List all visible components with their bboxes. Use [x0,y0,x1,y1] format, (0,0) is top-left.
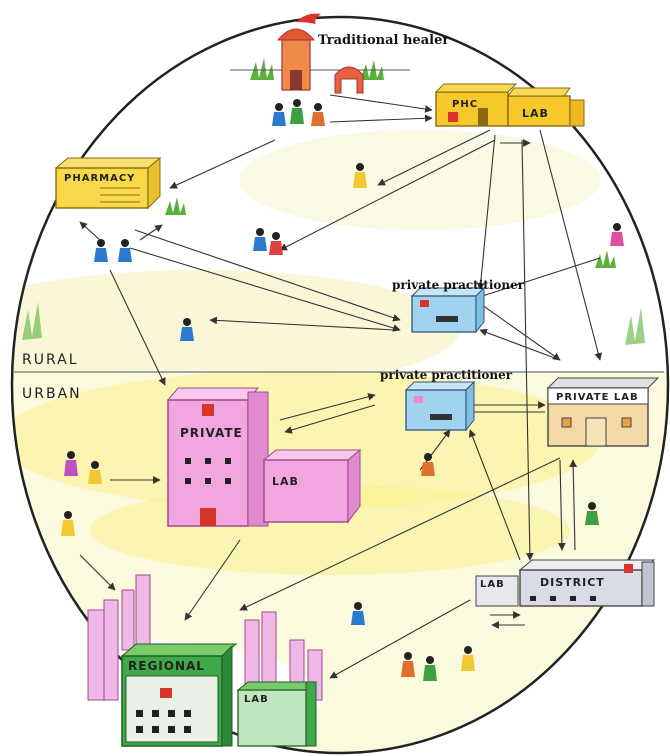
private-hospital-building[interactable] [166,387,362,527]
private-hospital-lab-label: LAB [272,475,299,488]
pharmacy-building[interactable] [54,156,162,210]
traditional-healer-hut[interactable] [230,13,410,94]
district-label: DISTRICT [540,576,605,589]
pharmacy-label: PHARMACY [64,173,135,184]
private-practitioner-rural-clinic[interactable] [410,286,486,334]
private-practitioner-urban-label: private practitioner [380,368,513,382]
regional-lab-label: LAB [244,694,269,705]
phc-lab-label: LAB [522,107,549,120]
phc-label: PHC [452,99,478,110]
district-hospital-building[interactable] [475,559,656,607]
private-lab-label: PRIVATE LAB [556,392,639,403]
traditional-healer-label: Traditional healer [318,33,449,48]
regional-label: REGIONAL [128,659,205,673]
phc-building[interactable] [434,83,585,127]
people-figures [61,99,624,681]
private-practitioner-rural-label: private practitioner [392,278,525,292]
grass-tufts [22,58,645,345]
private-practitioner-urban-clinic[interactable] [404,380,476,432]
district-lab-label: LAB [480,579,505,590]
private-hospital-label: PRIVATE [180,426,243,440]
regional-hospital-building[interactable] [120,643,318,747]
world-circle [10,15,670,755]
private-lab-building[interactable] [546,377,660,447]
urban-label: URBAN [22,386,82,402]
referral-arrows [79,94,602,679]
rural-label: RURAL [22,352,79,368]
